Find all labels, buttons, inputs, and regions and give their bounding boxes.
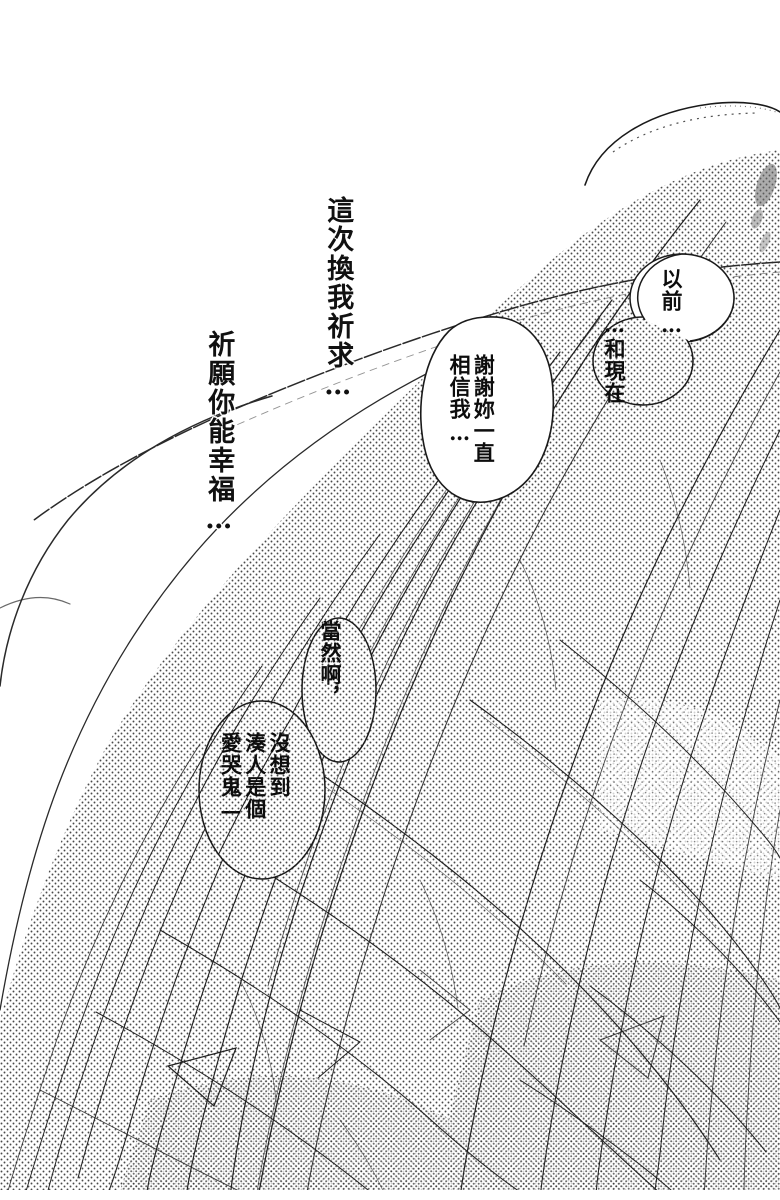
- bubble-shape-crybaby: [198, 700, 326, 880]
- ink-smudge: [751, 163, 777, 253]
- bubble-shape-ofcourse: [301, 617, 377, 763]
- narration-line-2: 祈願你能幸福…: [203, 330, 235, 537]
- speech-bubble-now: …和現在: [602, 312, 628, 404]
- head-outline: [584, 101, 780, 186]
- speech-bubble-of-course: 當然啊，: [318, 620, 344, 708]
- narration-line-1: 這次換我祈求…: [322, 196, 354, 403]
- bubble-shape-now: [592, 253, 735, 406]
- bubble-shape-thanks: [420, 316, 555, 503]
- speech-bubble-thanks: 謝謝妳一直 相信我…: [447, 354, 497, 464]
- speech-bubble-crybaby: 沒想到 湊人是個 愛哭鬼—: [218, 732, 293, 824]
- speech-bubble-before: 以前…: [659, 268, 685, 338]
